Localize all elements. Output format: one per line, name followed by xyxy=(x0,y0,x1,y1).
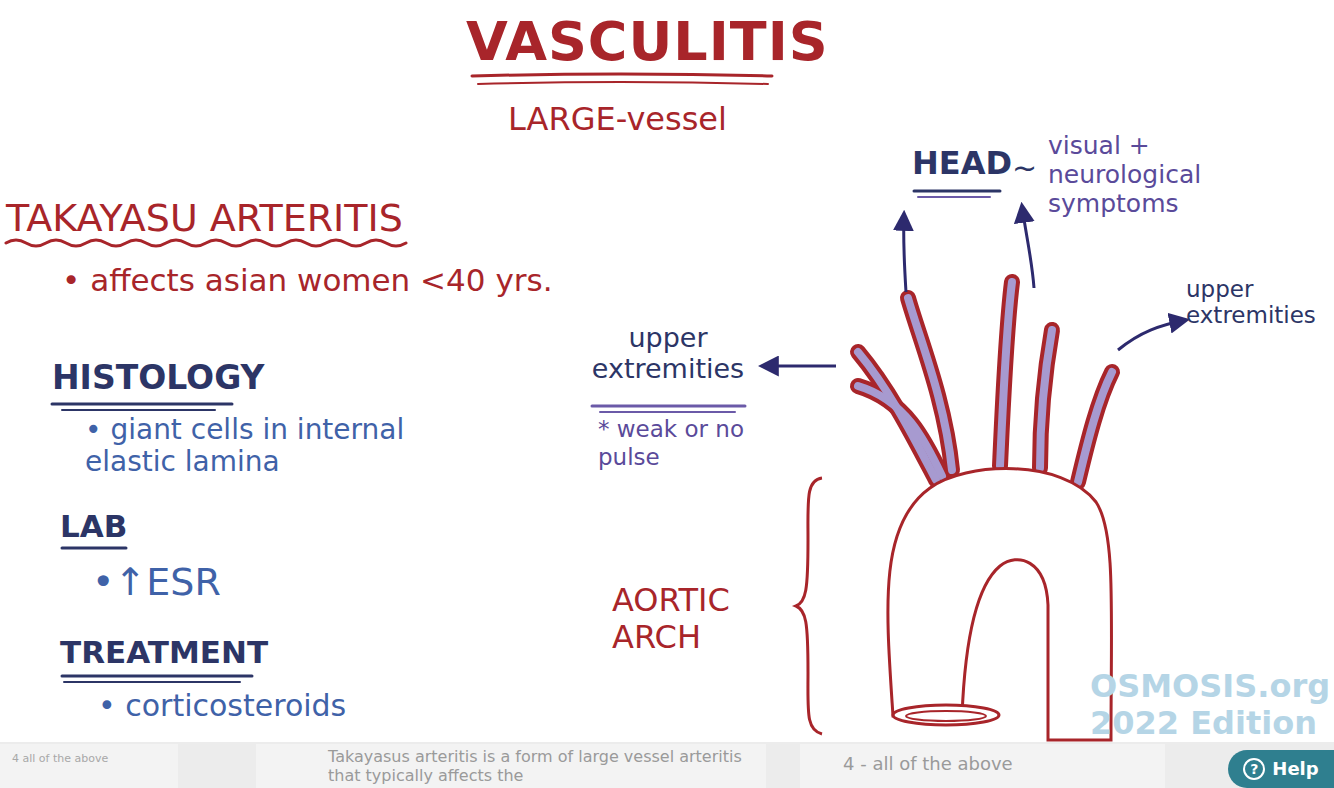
region-label: upper extremities xyxy=(1186,276,1326,329)
answer-option: 4 all of the above xyxy=(12,752,172,765)
help-button: ? Help xyxy=(1228,750,1334,788)
bullet-text: • corticosteroids xyxy=(98,688,346,724)
arch-branches xyxy=(858,282,1112,482)
section-heading: TREATMENT xyxy=(60,634,268,671)
tilde: ~ xyxy=(1012,150,1037,186)
help-icon: ? xyxy=(1243,758,1265,780)
heading: TAKAYASU ARTERITIS xyxy=(6,196,403,242)
aortic-arch xyxy=(888,469,1112,740)
note: * weak or no pulse xyxy=(598,416,778,471)
button-label: Help xyxy=(1272,760,1318,778)
region-label: HEAD xyxy=(912,144,1012,182)
bullet-text: • giant cells in internal elastic lamina xyxy=(85,414,425,478)
bullet-text: • affects asian women <40 yrs. xyxy=(62,262,553,299)
bottom-bar xyxy=(0,742,1334,788)
bullet-text: •↑ESR xyxy=(92,560,221,606)
bracket xyxy=(796,478,822,734)
subtitle: LARGE-vessel xyxy=(508,100,727,138)
watermark: OSMOSIS.org 2022 Edition xyxy=(1090,668,1330,742)
section-heading: LAB xyxy=(60,508,127,545)
note: visual + neurological symptoms xyxy=(1048,132,1233,218)
region-label: AORTIC ARCH xyxy=(612,582,752,656)
question-text: Takayasus arteritis is a form of large v… xyxy=(328,747,758,785)
region-label: upper extremities xyxy=(584,322,752,384)
title: VASCULITIS xyxy=(466,10,829,73)
answer-option: 4 - all of the above xyxy=(843,753,1143,775)
section-heading: HISTOLOGY xyxy=(52,358,264,398)
leader-arrows xyxy=(762,206,1186,366)
underlines xyxy=(6,74,1000,682)
